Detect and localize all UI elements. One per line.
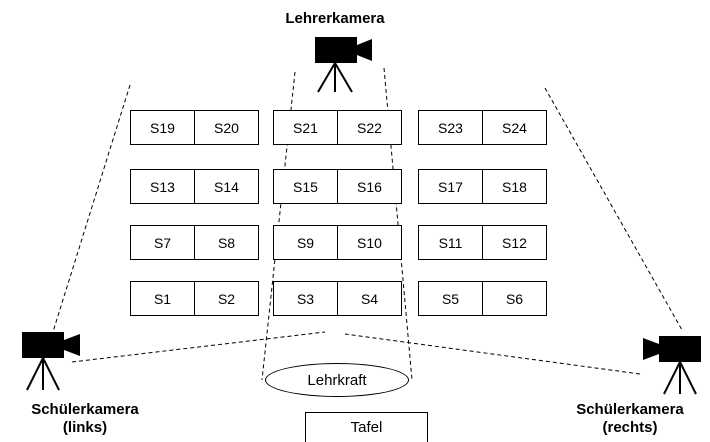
desk-s14: S14 <box>194 169 259 204</box>
desk-s13: S13 <box>130 169 195 204</box>
left-camera-label: Schülerkamera (links) <box>10 401 160 437</box>
desk-s5: S5 <box>418 281 483 316</box>
desk-s7: S7 <box>130 225 195 260</box>
left-student-camera-icon <box>22 332 80 391</box>
desk-s3: S3 <box>273 281 338 316</box>
desk-s17: S17 <box>418 169 483 204</box>
desk-s19: S19 <box>130 110 195 145</box>
right-fov-lower <box>344 333 641 375</box>
left-fov-upper <box>51 84 131 336</box>
desk-s9: S9 <box>273 225 338 260</box>
left-camera-label-line1: Schülerkamera <box>31 401 139 418</box>
right-camera-label-line1: Schülerkamera <box>576 401 684 418</box>
desk-s22: S22 <box>337 110 402 145</box>
desk-s15: S15 <box>273 169 338 204</box>
desk-s4: S4 <box>337 281 402 316</box>
right-student-camera-icon <box>643 336 701 395</box>
desk-s10: S10 <box>337 225 402 260</box>
desk-s21: S21 <box>273 110 338 145</box>
desk-s8: S8 <box>194 225 259 260</box>
teacher-label: Lehrkraft <box>307 371 367 389</box>
desk-s6: S6 <box>482 281 547 316</box>
desk-s20: S20 <box>194 110 259 145</box>
desk-s12: S12 <box>482 225 547 260</box>
desk-s23: S23 <box>418 110 483 145</box>
desk-s24: S24 <box>482 110 547 145</box>
desk-s18: S18 <box>482 169 547 204</box>
left-fov-lower <box>71 331 326 363</box>
board: Tafel <box>305 412 428 442</box>
board-label: Tafel <box>350 419 383 436</box>
right-camera-label: Schülerkamera (rechts) <box>555 401 705 437</box>
desk-s16: S16 <box>337 169 402 204</box>
teacher-ellipse: Lehrkraft <box>265 363 409 397</box>
desk-s1: S1 <box>130 281 195 316</box>
teacher-camera-label: Lehrerkamera <box>285 10 385 27</box>
teacher-camera-icon <box>315 37 372 93</box>
desk-s2: S2 <box>194 281 259 316</box>
desk-s11: S11 <box>418 225 483 260</box>
left-camera-label-line2: (links) <box>62 419 108 436</box>
right-camera-label-line2: (rechts) <box>602 419 658 436</box>
right-fov-upper <box>544 87 683 331</box>
